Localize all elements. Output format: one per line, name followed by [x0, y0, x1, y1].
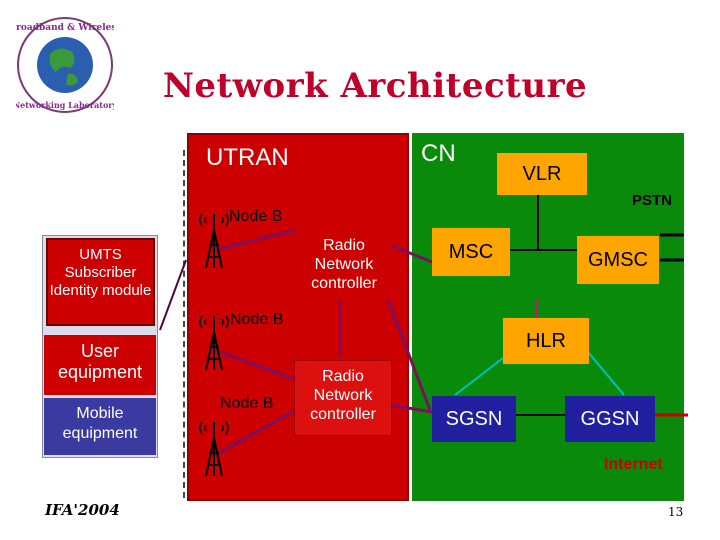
user-equipment-label: User equipment: [44, 335, 156, 395]
node-b-antenna-icon: [196, 210, 232, 270]
hlr-box: HLR: [503, 318, 589, 364]
vlr-box: VLR: [497, 153, 587, 195]
lab-logo: Broadband & Wireless Networking Laborato…: [9, 16, 121, 114]
uu-interface-divider: [183, 150, 185, 498]
sgsn-box: SGSN: [432, 396, 516, 442]
utran-label: UTRAN: [206, 144, 289, 171]
usim-box: UMTS Subscriber Identity module: [46, 238, 155, 326]
cn-label: CN: [421, 140, 456, 167]
mobile-equipment-box: Mobile equipment: [44, 398, 156, 455]
node-b-label: Node B: [230, 311, 284, 328]
page-number: 13: [668, 505, 684, 519]
gmsc-box: GMSC: [577, 236, 659, 284]
ggsn-box: GGSN: [565, 396, 655, 442]
node-b-antenna-icon: [196, 418, 232, 478]
msc-box: MSC: [432, 228, 510, 276]
node-b-antenna-icon: [196, 312, 232, 372]
rnc-box: Radio Network controller: [294, 360, 392, 436]
footer-event: IFA'2004: [45, 501, 120, 519]
node-b-label: Node B: [229, 208, 283, 225]
svg-text:Broadband & Wireless: Broadband & Wireless: [16, 23, 114, 33]
svg-text:Networking Laboratory: Networking Laboratory: [16, 100, 114, 110]
pstn-label: PSTN: [632, 192, 673, 209]
internet-label: Internet: [604, 456, 663, 473]
rnc-box: Radio Network controller: [296, 236, 392, 300]
utran-panel: [187, 133, 409, 501]
node-b-label: Node B: [220, 395, 274, 412]
slide-title: Network Architecture: [162, 66, 588, 106]
